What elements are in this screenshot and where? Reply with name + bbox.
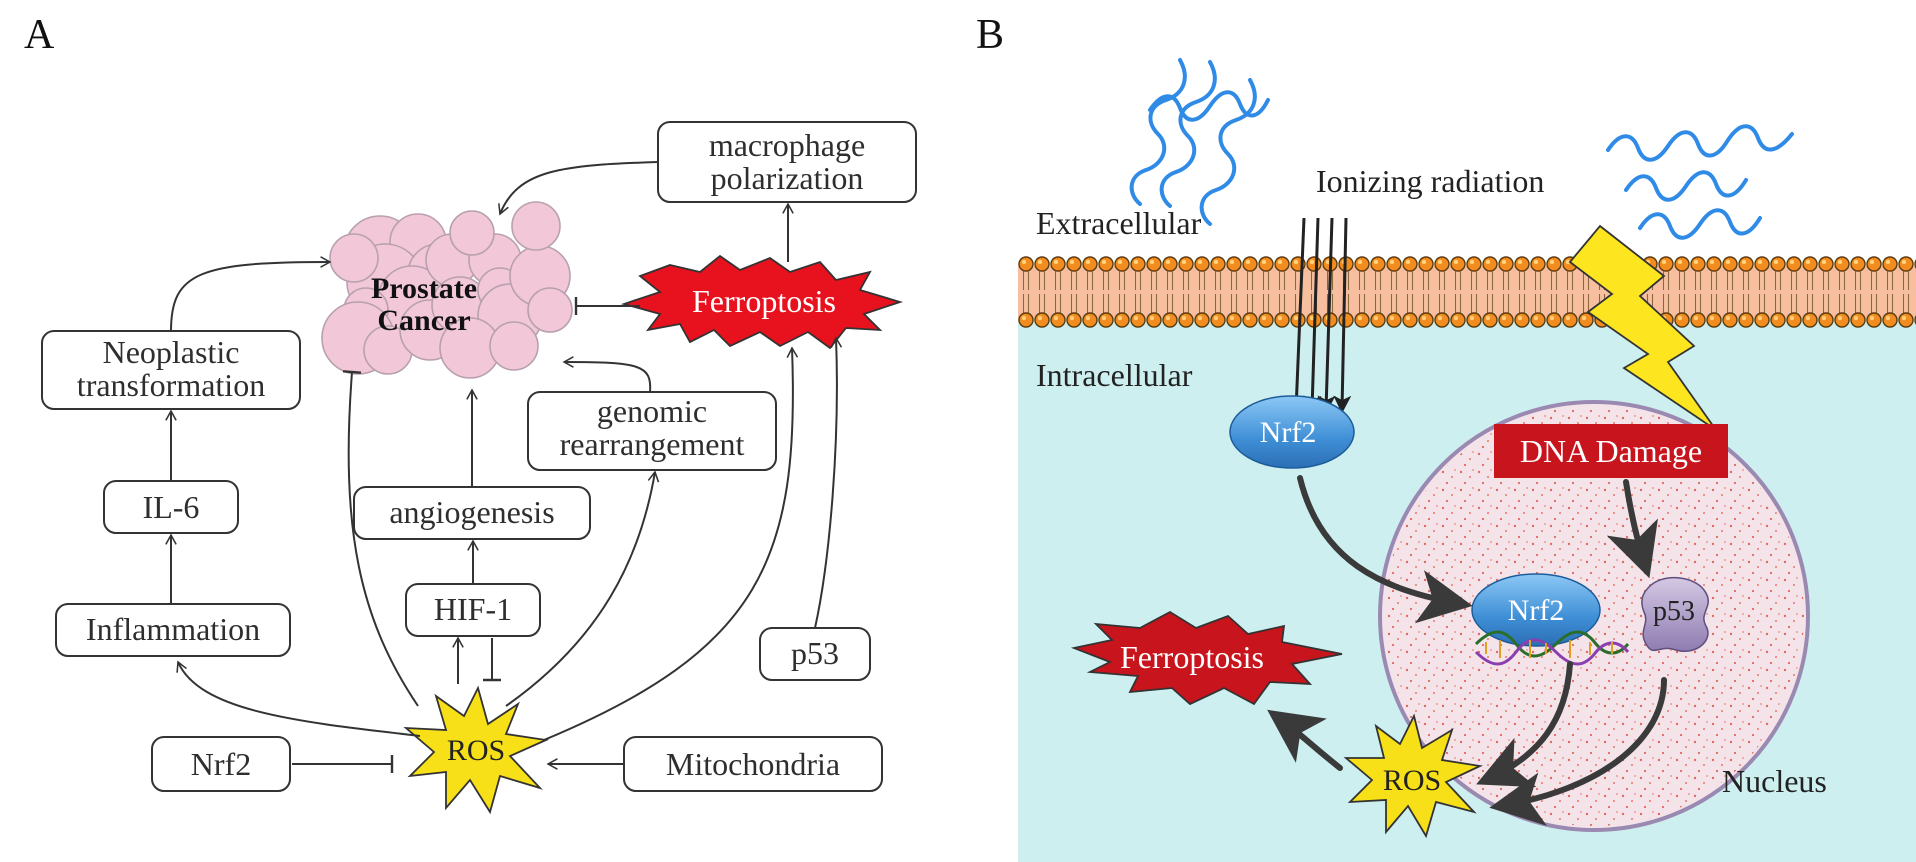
arrow-ros-to-ferroptosis-b [1267, 709, 1343, 771]
dna-damage-label: DNA Damage [1520, 433, 1702, 469]
extracellular-label: Extracellular [1036, 205, 1202, 241]
ionizing-radiation-label: Ionizing radiation [1316, 163, 1544, 199]
lightning-bolt [1568, 224, 1717, 431]
arrow-ros-to-inflammation [176, 660, 421, 737]
inhibit-ros-to-cancer [342, 370, 419, 707]
prostate-cancer-label-1: Prostate [371, 272, 477, 305]
il6-label: IL-6 [143, 489, 200, 525]
nrf2-box-a [151, 736, 291, 792]
nrf2-label-cytoplasm: Nrf2 [1260, 416, 1317, 449]
nucleus-label: Nucleus [1722, 763, 1827, 799]
prostate-cancer-label-2: Cancer [377, 304, 470, 337]
panel-a: A Prostate Cancer [24, 12, 917, 815]
radiation-waves [1129, 58, 1794, 240]
ferroptosis-label-b: Ferroptosis [1120, 639, 1264, 675]
ros-star-a [403, 685, 550, 815]
inflammation-box [55, 603, 291, 657]
nrf2-protein-cytoplasm [1229, 395, 1355, 469]
arrow-ros-to-genomic [505, 470, 660, 707]
p53-protein [1641, 576, 1709, 653]
arrow-ros-to-ferroptosis [543, 346, 799, 741]
macrophage-label-2: polarization [711, 160, 864, 196]
angiogenesis-label: angiogenesis [389, 494, 554, 530]
macrophage-label-1: macrophage [709, 127, 865, 163]
arrow-genomic-to-cancer [562, 356, 652, 393]
arrow-neoplastic-to-cancer [170, 256, 332, 332]
p53-label-a: p53 [791, 635, 839, 671]
dna-helix [1474, 630, 1630, 666]
panel-b-letter: B [976, 12, 1004, 58]
cell-membrane [1018, 256, 1916, 328]
arrow-macrophage-to-cancer [498, 161, 659, 216]
inflammation-label: Inflammation [86, 611, 260, 647]
panel-a-letter: A [24, 12, 55, 58]
arrow-nrf2-dna-to-ros [1476, 661, 1573, 788]
arrow-nrf2-translocation [1297, 475, 1473, 624]
radiation-penetration-arrows [1287, 217, 1352, 414]
genomic-label-2: rearrangement [560, 426, 745, 462]
ros-label-b: ROS [1383, 764, 1441, 797]
ferroptosis-burst-b [1070, 610, 1343, 706]
neoplastic-label-2: transformation [77, 367, 265, 403]
ferroptosis-label-a: Ferroptosis [692, 283, 836, 319]
nrf2-label-a: Nrf2 [191, 746, 251, 782]
ros-label-a: ROS [447, 734, 505, 767]
mitochondria-label: Mitochondria [666, 746, 840, 782]
arrow-p53-to-ferroptosis [814, 336, 843, 629]
genomic-box [527, 391, 777, 471]
intracellular-label: Intracellular [1036, 357, 1193, 393]
neoplastic-label-1: Neoplastic [103, 334, 240, 370]
panel-b: B Ionizing radiation Extracellular Intra… [976, 12, 1916, 862]
arrow-p53-to-ros [1489, 677, 1667, 826]
dna-damage-box [1494, 424, 1728, 478]
nrf2-label-nucleus: Nrf2 [1508, 594, 1565, 627]
hif1-label: HIF-1 [434, 591, 512, 627]
arrow-dna-damage-to-p53 [1606, 479, 1658, 579]
ros-star-b [1343, 713, 1484, 839]
p53-label-b: p53 [1653, 596, 1695, 627]
genomic-label-1: genomic [597, 393, 707, 429]
